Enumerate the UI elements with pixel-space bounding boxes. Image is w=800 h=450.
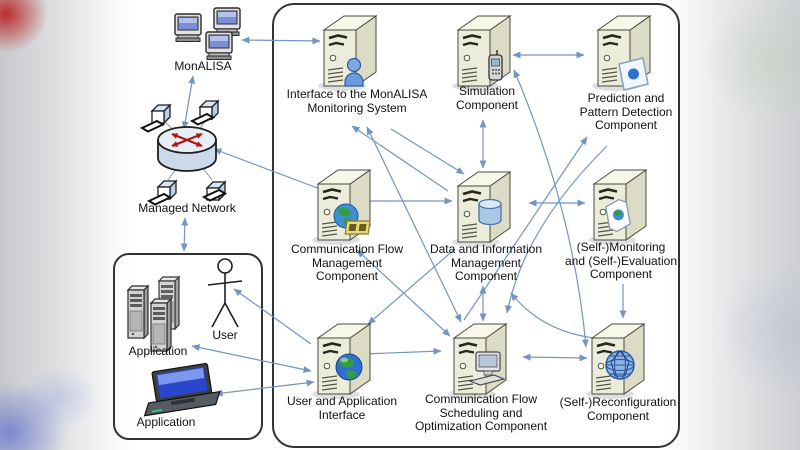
card-with-dot-icon: [618, 57, 649, 91]
arrow-network-userbox: [180, 217, 189, 252]
network-node-cube: [151, 104, 171, 124]
arrow-reconfig-data: [510, 292, 595, 339]
arrow-prediction-scheduling: [505, 145, 608, 314]
arrow-monalisa-network: [181, 75, 196, 130]
globe-icon: [335, 353, 363, 381]
router-icon: [157, 126, 217, 172]
user-stick-figure-icon: [207, 258, 243, 328]
laptop-icon: [143, 362, 221, 417]
managed-network-icon: [141, 100, 226, 206]
arrow-cfm-router: [213, 148, 321, 190]
arrow-interface-scheduling: [366, 126, 462, 323]
application-servers-icon: [127, 276, 180, 352]
arrow-appservers-userapp: [191, 344, 312, 373]
arrow-interface-data: [390, 128, 465, 175]
person-icon: [344, 57, 364, 87]
monalisa-computers-icon: [174, 7, 241, 61]
arrow-layer: [180, 36, 627, 397]
arrow-userapp-scheduling: [362, 347, 442, 358]
arrow-laptop-userapp: [214, 379, 315, 397]
desktop-computer-icon: [468, 351, 506, 386]
mobile-phone-icon: [488, 50, 503, 81]
arrow-simulation-reconfig: [513, 69, 589, 348]
arrow-scheduling-reconfig: [522, 353, 588, 362]
database-icon: [478, 198, 502, 226]
document-globe-icon: [605, 198, 631, 233]
globe-film-icon: [333, 203, 371, 235]
arrow-userapp-user: [233, 288, 312, 345]
arrow-data-userapp: [367, 248, 456, 325]
wireframe-globe-icon: [605, 350, 635, 380]
arrow-monalisa-interface: [241, 36, 321, 45]
